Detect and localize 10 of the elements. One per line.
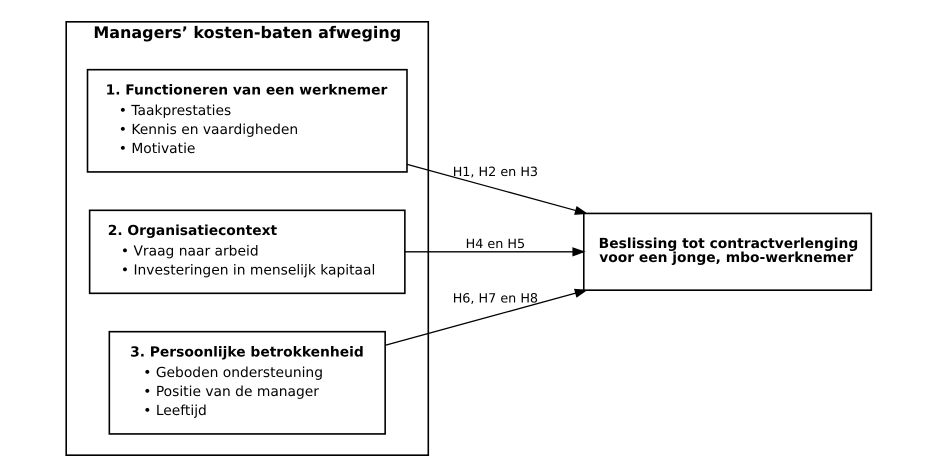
node-box: 1. Functioneren van een werknemer • Taakprestaties • Kennis en vaardigheden • Motivatie (86, 68, 408, 172)
node-box: 3. Persoonlijke betrokkenheid • Geboden ondersteuning • Positie van de manager • Leeftijd (108, 330, 386, 434)
node-box: 2. Organisatiecontext • Vraag naar arbeid • Investeringen in menselijk kapitaal (88, 208, 406, 294)
edge-label: H6, H7 en H8 (452, 291, 538, 306)
node-box: Beslissing tot contractverlenging voor een jonge, mbo-werknemer (582, 212, 872, 290)
arrow (404, 246, 586, 256)
arrow (384, 288, 588, 346)
arrow (406, 163, 588, 214)
edge-label: H1, H2 en H3 (452, 164, 538, 180)
edge-label: H4 en H5 (465, 236, 525, 252)
